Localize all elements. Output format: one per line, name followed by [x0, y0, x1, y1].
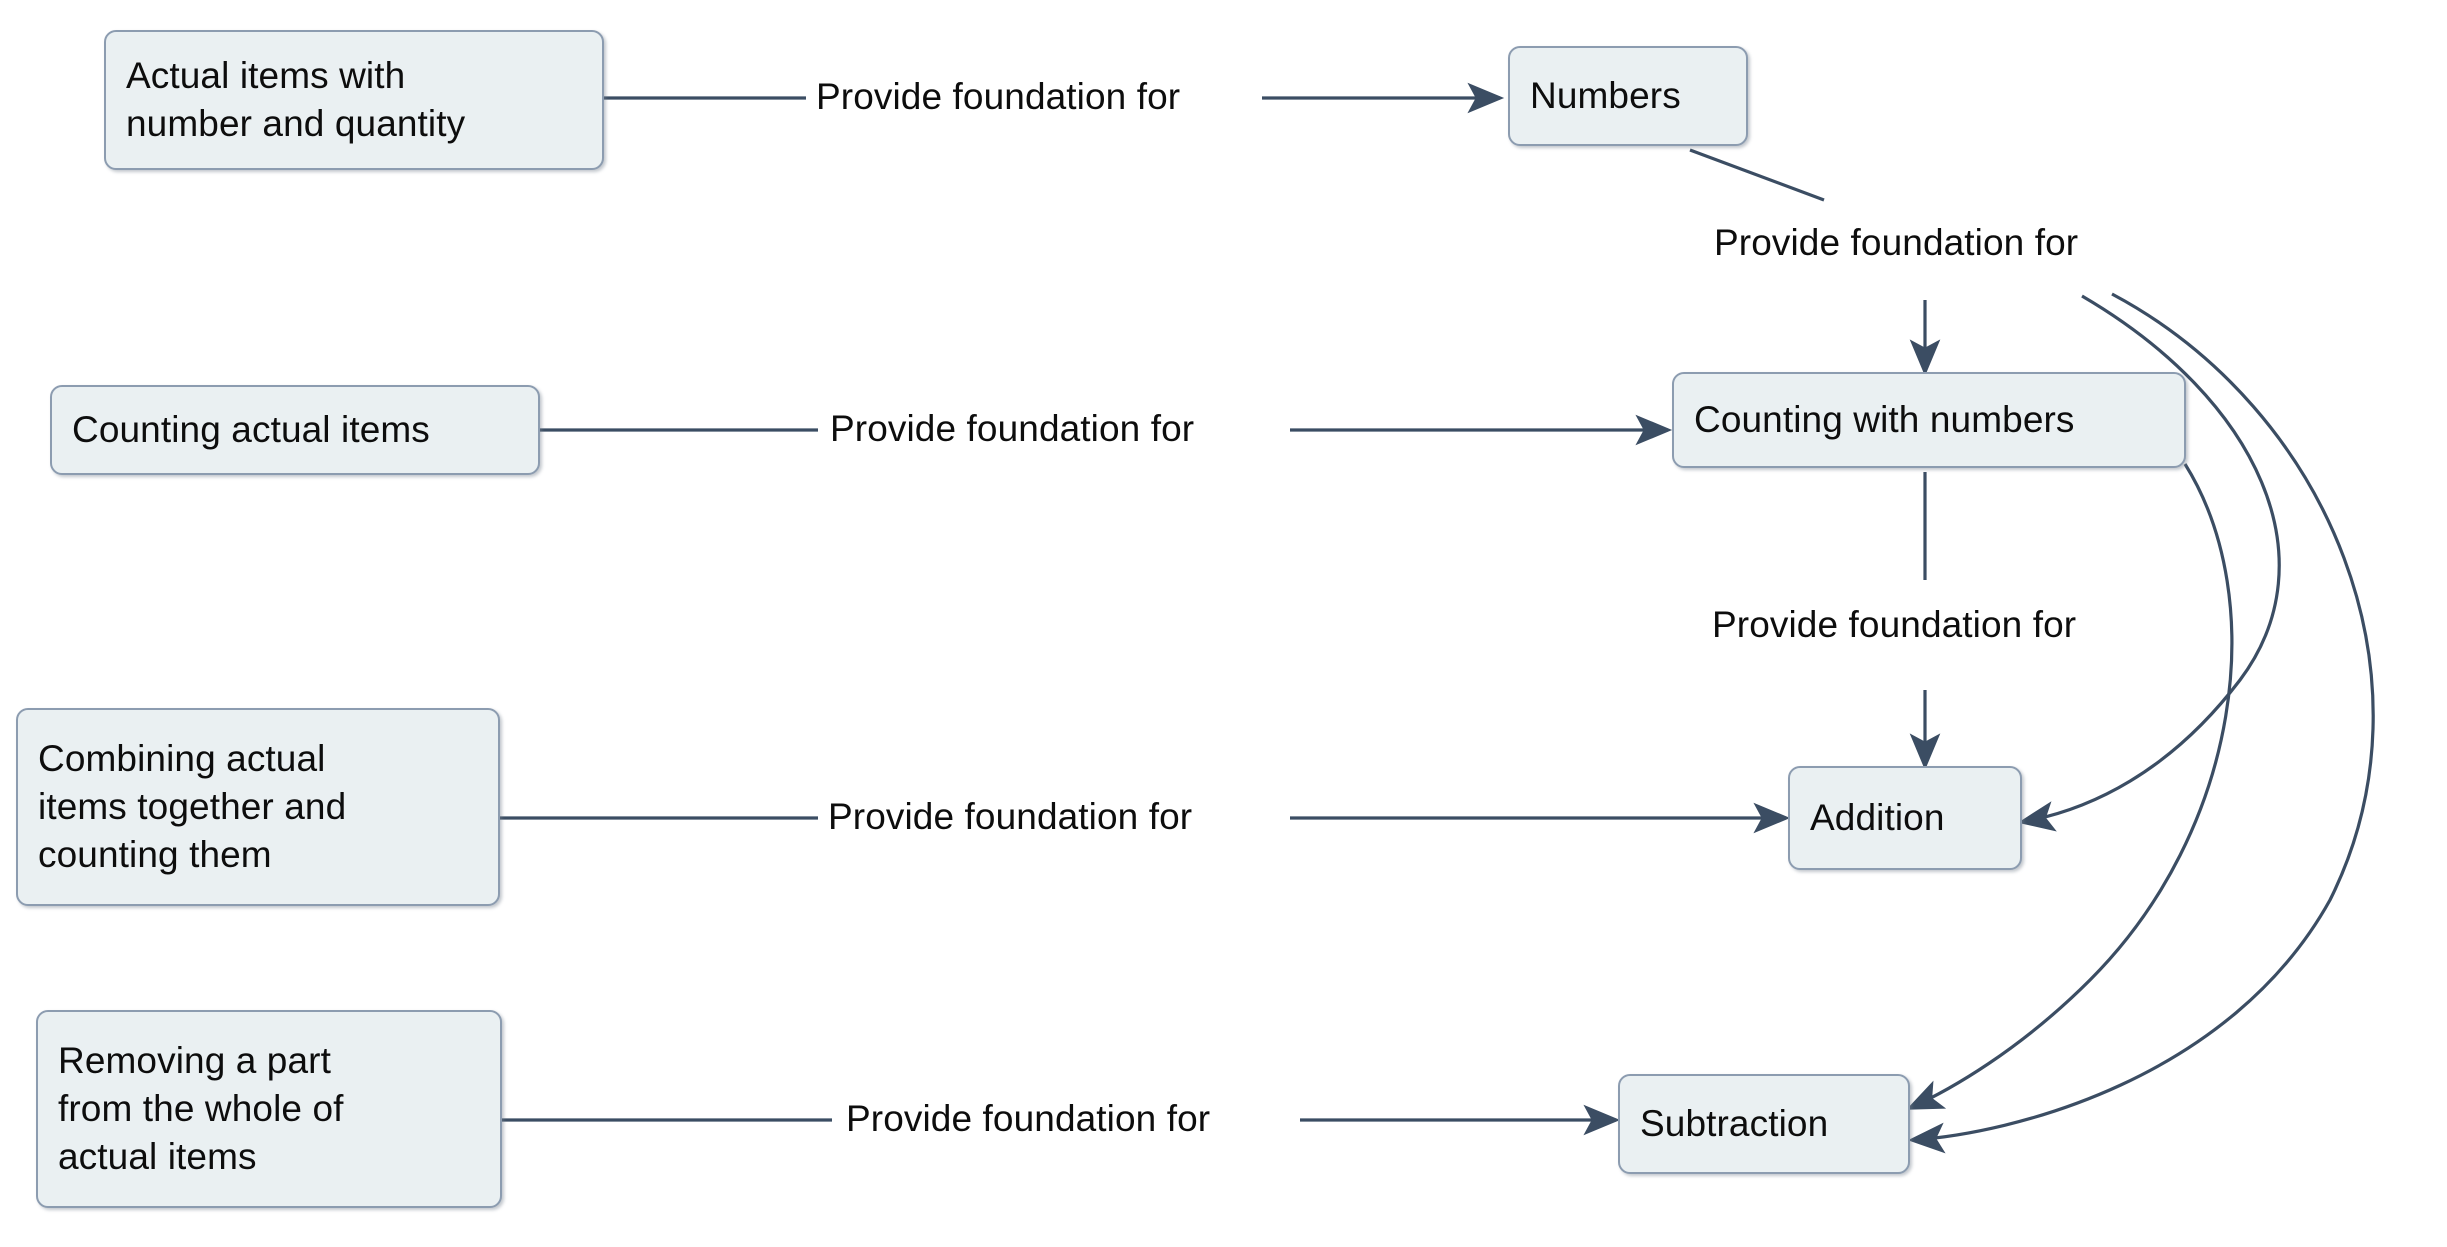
node-counting-actual-items-label: Counting actual items: [72, 408, 430, 450]
node-counting-with-numbers-label: Counting with numbers: [1694, 398, 2075, 440]
node-removing-part[interactable]: Removing a part from the whole of actual…: [36, 1010, 502, 1208]
node-numbers[interactable]: Numbers: [1508, 46, 1748, 146]
node-numbers-label: Numbers: [1530, 74, 1681, 116]
edge-label-counting-numbers-to-addition: Provide foundation for: [1712, 604, 2077, 645]
node-actual-items[interactable]: Actual items with number and quantity: [104, 30, 604, 170]
node-subtraction[interactable]: Subtraction: [1618, 1074, 1910, 1174]
edge-label-actual-items-to-numbers: Provide foundation for: [816, 76, 1181, 117]
edge-label-numbers-to-counting-numbers: Provide foundation for: [1714, 222, 2079, 263]
node-removing-part-label: Removing a part from the whole of actual…: [58, 1039, 344, 1178]
node-subtraction-label: Subtraction: [1640, 1102, 1829, 1144]
node-counting-with-numbers[interactable]: Counting with numbers: [1672, 372, 2186, 468]
node-counting-actual-items[interactable]: Counting actual items: [50, 385, 540, 475]
edge-label-counting-actual-to-counting-numbers: Provide foundation for: [830, 408, 1195, 449]
node-addition[interactable]: Addition: [1788, 766, 2022, 870]
node-actual-items-label: Actual items with number and quantity: [126, 54, 466, 144]
edge-label-removing-part-to-subtraction: Provide foundation for: [846, 1098, 1211, 1139]
edge-label-combining-actual-to-addition: Provide foundation for: [828, 796, 1193, 837]
node-combining-actual-items-label: Combining actual items together and coun…: [38, 737, 347, 876]
node-addition-label: Addition: [1810, 796, 1945, 838]
node-combining-actual-items[interactable]: Combining actual items together and coun…: [16, 708, 500, 906]
